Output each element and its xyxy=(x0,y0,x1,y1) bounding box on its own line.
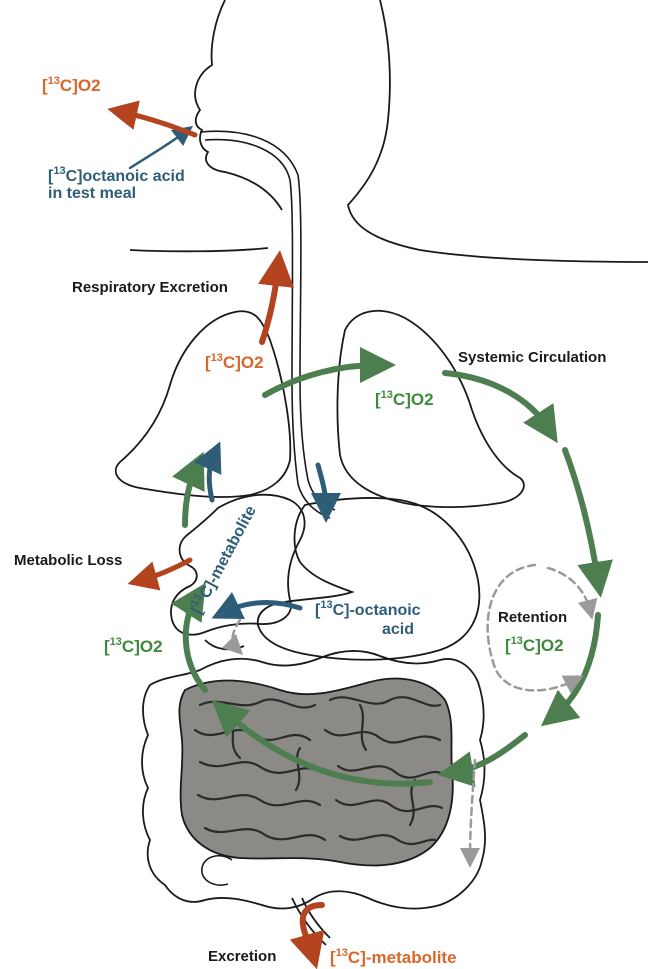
circulation-right-arrow xyxy=(565,450,598,580)
respiratory-excretion-arrow xyxy=(262,268,278,342)
retention-loop-arrow xyxy=(488,565,575,690)
metabolite-excretion-label: [13C]-metabolite xyxy=(330,947,457,967)
circulation-bottom-arrow xyxy=(455,735,525,772)
mouth-exhale-arrow xyxy=(122,112,195,135)
octanoic-label-line1: [13C]-octanoic xyxy=(315,599,421,619)
co2-liver-label: [13C]O2 xyxy=(104,636,163,656)
metabolic-loss-arrow xyxy=(142,560,190,580)
co2-mouth-label: [13C]O2 xyxy=(42,75,101,95)
octanoic-label-line2: acid xyxy=(382,621,414,638)
systemic-circulation-label: Systemic Circulation xyxy=(458,349,606,366)
liver-to-lung-blue-arrow xyxy=(209,455,214,500)
meal-label-line1: [13C]octanoic acid xyxy=(48,165,185,185)
respiratory-excretion-label: Respiratory Excretion xyxy=(72,279,228,296)
co2-retention-label: [13C]O2 xyxy=(505,635,564,655)
meal-intake-arrow xyxy=(130,132,185,168)
metabolic-loss-label: Metabolic Loss xyxy=(14,552,122,569)
excretion-label: Excretion xyxy=(208,948,276,965)
small-intestine-icon xyxy=(179,679,452,866)
intestine-dashed-arrow xyxy=(470,760,475,858)
co2-circulation-label: [13C]O2 xyxy=(375,389,434,409)
metabolite-liver-label: [13C]-metabolite xyxy=(186,502,260,617)
rectum-icon xyxy=(202,856,232,885)
retention-loop-top-arrow xyxy=(548,568,590,610)
fecal-excretion-arrow xyxy=(303,905,322,952)
retention-label: Retention xyxy=(498,609,567,626)
meal-label-line2: in test meal xyxy=(48,185,136,202)
co2-lung-label: [13C]O2 xyxy=(205,352,264,372)
liver-to-lung-arrow xyxy=(185,468,196,525)
circulation-retention-arrow xyxy=(555,615,598,715)
stomach-icon xyxy=(258,498,480,660)
